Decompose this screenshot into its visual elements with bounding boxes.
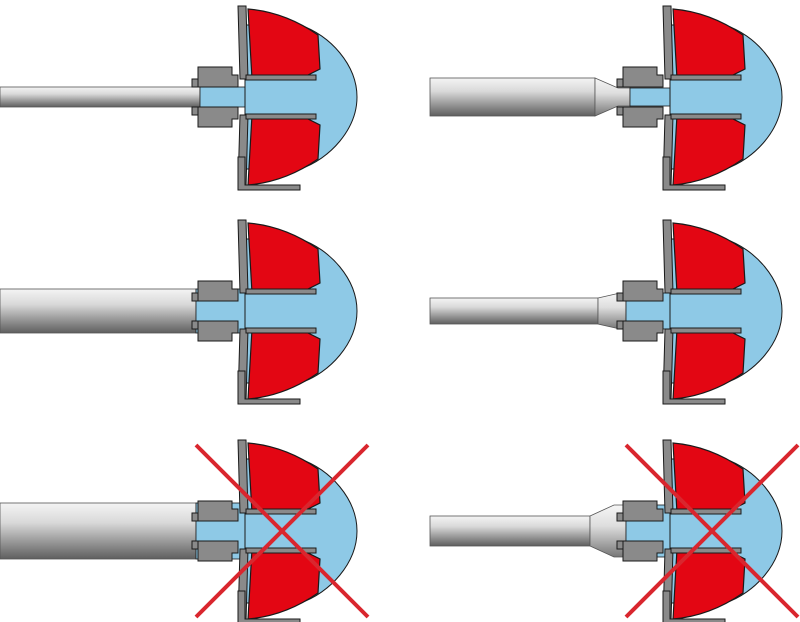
panel-mid-shaft-tapered xyxy=(429,217,783,405)
reject-cross-icon xyxy=(624,443,800,619)
shaft xyxy=(429,77,596,117)
panel-oversize-shaft xyxy=(0,437,370,622)
shaft xyxy=(429,297,599,325)
panel-thick-shaft-reduced xyxy=(429,3,783,191)
shaft-bore xyxy=(199,86,247,108)
shaft-bore xyxy=(629,87,677,107)
shaft xyxy=(429,515,591,547)
shaft xyxy=(0,86,201,108)
panel-thin-shaft-fitted xyxy=(0,3,358,191)
shaft xyxy=(0,288,197,334)
panel-wide-shaft-fitted xyxy=(0,217,358,405)
reject-cross-icon xyxy=(194,443,370,619)
shaft xyxy=(0,502,197,560)
panel-short-taper-oversize xyxy=(429,437,800,622)
